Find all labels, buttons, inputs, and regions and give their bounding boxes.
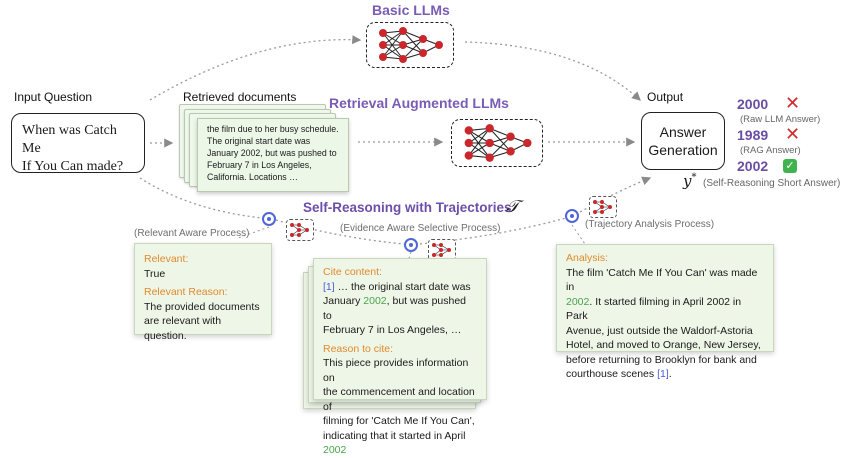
y-star-symbol: y* [683,172,696,190]
citation-marker: [1] [323,280,335,293]
relevant-reason-line: are relevant with question. [144,315,222,342]
relevant-value: True [144,267,166,280]
basic-llm-network [366,22,454,68]
reason-line: the commencement and location of [323,386,475,413]
answer-box-line1: Answer [659,124,707,140]
doc-line: January 2002, but was pushed to [207,148,337,158]
trajectory-symbol: 𝒯 [506,197,520,217]
reason-year: 2002 [323,444,347,456]
neural-network-icon [290,223,309,237]
retrieved-document: the film due to her busy schedule. The o… [197,118,349,192]
analysis-year: 2002 [566,295,590,308]
answer-generation-box: Answer Generation [641,112,725,170]
y-star-base: y [683,172,692,190]
mini-network-relevant [286,219,314,241]
neural-network-icon [379,27,443,63]
self-reasoning-answer: 2002 [737,158,769,174]
output-label: Output [647,90,684,104]
cross-icon: ✕ [785,93,801,113]
doc-line: the film due to her busy schedule. [207,124,339,134]
input-question-label: Input Question [14,90,93,104]
check-icon: ✓ [783,159,797,173]
cite-line: February 7 in Los Angeles, … [323,324,462,336]
relevant-reason-line: The provided documents [144,300,260,313]
trajectory-process-label: (Trajectory Analysis Process) [585,219,715,230]
analysis-line-pre: courthouse scenes [566,368,658,380]
rag-llms-title: Retrieval Augmented LLMs [329,95,509,111]
doc-line: The original start date was [207,136,311,146]
rag-llm-network [451,119,543,167]
retrieved-documents-label: Retrieved documents [183,90,297,104]
process-node-icon [404,238,418,252]
cite-line-post: , but was pushed to [323,295,467,322]
process-node-icon [262,212,276,226]
question-box: When was Catch Me If You Can made? [11,113,145,174]
analysis-line: Avenue, just outside the Waldorf-Astoria [566,324,753,337]
relevant-reason-key: Relevant Reason: [144,286,228,298]
basic-llms-title: Basic LLMs [372,2,450,18]
evidence-process-label: (Evidence Aware Selective Process) [340,223,501,234]
analysis-line: Hotel, and moved to Orange, New Jersey, [566,339,761,351]
neural-network-icon [593,200,612,214]
rag-answer-label: (RAG Answer) [740,145,801,156]
mini-network-trajectory [589,196,617,218]
reason-line-pre: indicating that it started in April [323,429,466,442]
question-line1-pre: When was [22,123,85,138]
relevant-panel: Relevant: True Relevant Reason: The prov… [134,243,272,342]
neural-network-icon [464,124,532,162]
rag-answer: 1989 [737,127,769,143]
neural-network-icon [432,243,451,257]
reason-line: filming for 'Catch Me If You Can', [323,415,475,427]
cite-year: 2002 [363,295,387,307]
self-reasoning-title: Self-Reasoning with Trajectories [303,200,512,215]
analysis-line: The film 'Catch Me If You Can' was made … [566,266,758,294]
doc-line: February 7 in Los Angeles, [207,160,312,170]
relevant-process-label: (Relevant Aware Process) [134,228,250,239]
cross-icon: ✕ [785,124,801,144]
y-star-sup: * [691,172,697,183]
evidence-panel: Cite content: [1] … the original start d… [313,258,487,456]
citation-marker: [1] [657,368,669,380]
cite-line: … the original start date was [334,280,471,293]
analysis-line: . It started filming in April 2002 in Pa… [566,295,742,323]
cite-line-pre: January [323,295,364,307]
raw-llm-answer-label: (Raw LLM Answer) [740,114,821,125]
process-node-icon [565,209,579,223]
analysis-panel: Analysis: The film 'Catch Me If You Can'… [556,244,774,380]
doc-line: California. Locations … [207,172,298,182]
analysis-line-post: . [668,368,672,380]
raw-llm-answer: 2000 [737,96,769,112]
question-line2: If You Can made? [22,159,124,174]
connection-lines [139,35,652,263]
self-reasoning-answer-label: (Self-Reasoning Short Answer) [703,178,841,189]
question-line1-post: Catch Me [22,123,117,156]
analysis-line: before returning to Brooklyn for bank an… [566,353,757,366]
analysis-key: Analysis: [566,252,609,264]
reason-to-cite-key: Reason to cite: [323,342,394,355]
reason-line: This piece provides information on [323,357,469,384]
relevant-key: Relevant: [144,253,189,265]
cite-content-key: Cite content: [323,266,382,278]
answer-box-line2: Generation [648,142,718,158]
